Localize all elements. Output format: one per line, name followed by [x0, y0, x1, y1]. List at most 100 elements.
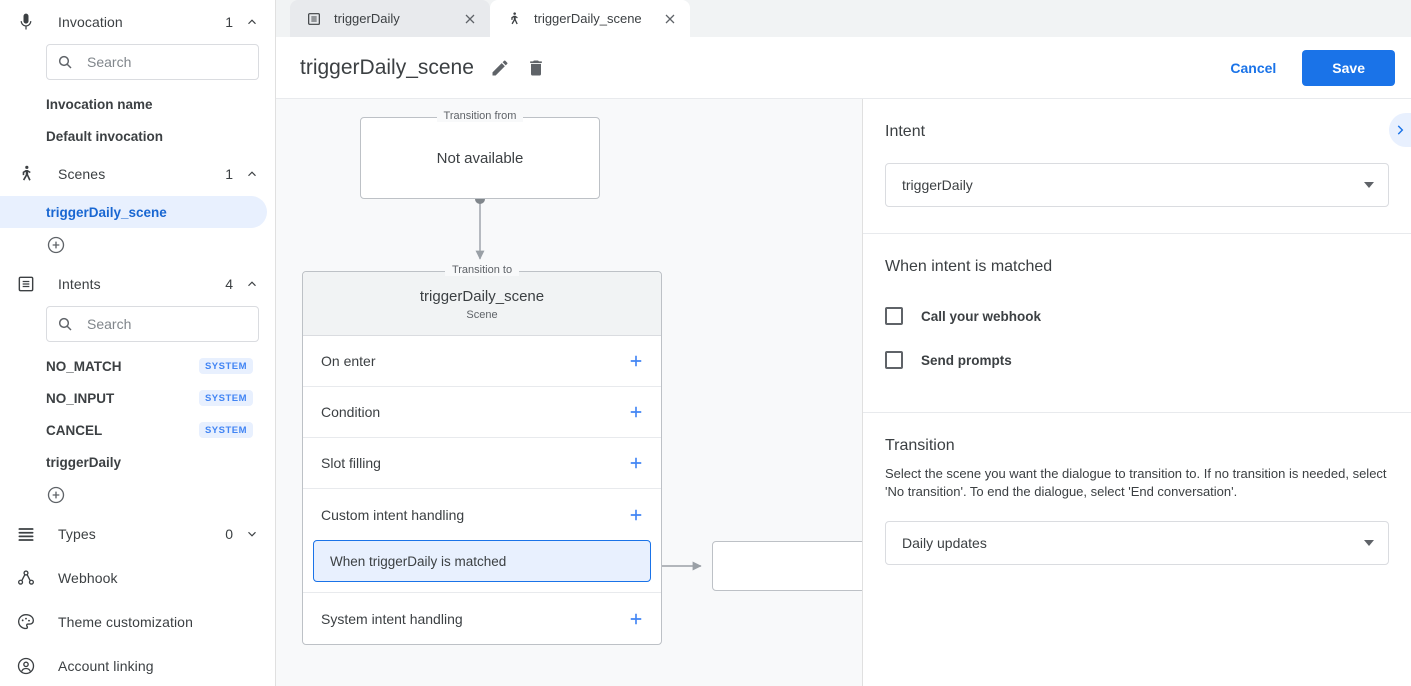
sidebar-item-triggerdaily[interactable]: triggerDaily [0, 446, 267, 478]
body-split: Transition from Not available Transition… [276, 99, 1411, 686]
status-badge: SYSTEM [198, 422, 253, 438]
chevron-up-icon[interactable] [245, 277, 259, 291]
checkbox-box[interactable] [885, 307, 903, 325]
sidebar-item-invocation-name[interactable]: Invocation name [0, 88, 267, 120]
transition-select-value: Daily updates [902, 535, 987, 551]
intents-search-wrap [0, 306, 275, 342]
sidebar-item-label: triggerDaily [46, 454, 122, 470]
scene-node-subtitle: Scene [466, 309, 498, 321]
sidebar-section-types[interactable]: Types 0 [0, 512, 275, 556]
sidebar-item-theme-customization[interactable]: Theme customization [0, 600, 275, 644]
sidebar-item-default-invocation[interactable]: Default invocation [0, 120, 267, 152]
scene-row-on-enter[interactable]: On enter [303, 336, 661, 387]
sidebar-section-intents[interactable]: Intents 4 [0, 262, 275, 306]
sidebar-section-count: 1 [225, 14, 233, 30]
scene-row-label: Condition [321, 404, 381, 420]
checkbox-label: Call your webhook [921, 308, 1042, 324]
save-button[interactable]: Save [1302, 49, 1395, 86]
intents-search-input[interactable] [85, 315, 248, 333]
account-icon [14, 654, 38, 678]
scene-node-title: triggerDaily_scene [419, 288, 545, 305]
sidebar-item-no-match[interactable]: NO_MATCH SYSTEM [0, 350, 267, 382]
scene-row-custom-intent-handling[interactable]: Custom intent handling [303, 489, 661, 540]
transition-section-title: Transition [885, 437, 955, 454]
add-intent-row[interactable] [0, 478, 275, 512]
add-circle-icon[interactable] [46, 485, 66, 505]
scene-row-label: System intent handling [321, 610, 463, 627]
sidebar-item-label: Default invocation [46, 128, 164, 144]
microphone-icon [14, 10, 38, 34]
close-icon[interactable] [662, 11, 678, 27]
custom-intent-handler-block: When triggerDaily is matched [303, 540, 661, 593]
sidebar-item-label: NO_INPUT [46, 390, 115, 406]
scene-row-label: Slot filling [321, 455, 381, 471]
intent-select-value: triggerDaily [902, 177, 973, 193]
chevron-down-icon[interactable] [245, 527, 259, 541]
scene-row-condition[interactable]: Condition [303, 387, 661, 438]
checkbox-box[interactable] [885, 351, 903, 369]
scene-graph-canvas[interactable]: Transition from Not available Transition… [276, 99, 862, 686]
invocation-search-box[interactable] [46, 44, 259, 80]
intent-section-title: Intent [885, 123, 926, 140]
plus-icon[interactable] [627, 610, 645, 628]
sidebar-item-triggerdaily-scene[interactable]: triggerDaily_scene [0, 196, 267, 228]
plus-icon[interactable] [627, 352, 645, 370]
sidebar-item-label: NO_MATCH [46, 358, 122, 374]
sidebar-item-cancel[interactable]: CANCEL SYSTEM [0, 414, 267, 446]
left-sidebar: Invocation 1 Invocation name Default inv… [0, 0, 276, 686]
dropdown-arrow-icon [1364, 182, 1374, 188]
plus-icon[interactable] [627, 403, 645, 421]
transition-from-text: Not available [436, 149, 524, 167]
scene-row-label: On enter [321, 353, 376, 369]
tab-triggerdaily-scene[interactable]: triggerDaily_scene [490, 0, 690, 37]
plus-icon[interactable] [627, 454, 645, 472]
intents-search-box[interactable] [46, 306, 259, 342]
palette-icon [14, 610, 38, 634]
checkbox-send-prompts[interactable]: Send prompts [885, 342, 1389, 378]
scene-header: triggerDaily_scene Cancel Save [276, 37, 1411, 99]
scene-icon [14, 162, 38, 186]
scene-node[interactable]: Transition to triggerDaily_scene Scene O… [302, 264, 662, 645]
types-icon [14, 522, 38, 546]
add-scene-row[interactable] [0, 228, 275, 262]
add-circle-icon[interactable] [46, 235, 66, 255]
intent-select[interactable]: triggerDaily [885, 163, 1389, 207]
transition-section-description: Select the scene you want the dialogue t… [885, 466, 1387, 499]
sidebar-item-label: Webhook [58, 570, 118, 586]
transition-select[interactable]: Daily updates [885, 521, 1389, 565]
cancel-button[interactable]: Cancel [1216, 51, 1290, 85]
close-icon[interactable] [462, 11, 478, 27]
tab-triggerdaily[interactable]: triggerDaily [290, 0, 490, 37]
intents-icon [306, 11, 322, 27]
transition-target-node[interactable]: Tr Dail [712, 541, 862, 591]
scene-row-system-intent-handling[interactable]: System intent handling [303, 593, 661, 644]
pencil-icon[interactable] [490, 58, 510, 78]
page-title: triggerDaily_scene [300, 55, 474, 79]
webhook-icon [14, 566, 38, 590]
chevron-right-icon[interactable] [1389, 113, 1411, 147]
sidebar-section-count: 4 [225, 276, 233, 292]
scene-row-slot-filling[interactable]: Slot filling [303, 438, 661, 489]
chevron-up-icon[interactable] [245, 15, 259, 29]
transition-target-text: Dail [713, 542, 862, 590]
intent-handler-chip[interactable]: When triggerDaily is matched [313, 540, 651, 582]
sidebar-item-webhook[interactable]: Webhook [0, 556, 275, 600]
checkbox-call-your-webhook[interactable]: Call your webhook [885, 298, 1389, 334]
when-intent-matched-title: When intent is matched [885, 258, 1053, 275]
sidebar-section-scenes[interactable]: Scenes 1 [0, 152, 275, 196]
sidebar-item-label: Theme customization [58, 614, 193, 630]
sidebar-item-account-linking[interactable]: Account linking [0, 644, 275, 686]
main-area: triggerDaily triggerDaily_scene triggerD… [276, 0, 1411, 686]
trash-icon[interactable] [526, 58, 546, 78]
sidebar-item-no-input[interactable]: NO_INPUT SYSTEM [0, 382, 267, 414]
tab-label: triggerDaily [334, 11, 400, 26]
invocation-search-wrap [0, 44, 275, 80]
invocation-search-input[interactable] [85, 53, 248, 71]
plus-icon[interactable] [627, 506, 645, 524]
sidebar-section-invocation[interactable]: Invocation 1 [0, 0, 275, 44]
sidebar-item-label: triggerDaily_scene [46, 204, 167, 220]
chevron-up-icon[interactable] [245, 167, 259, 181]
sidebar-item-label: CANCEL [46, 422, 103, 438]
transition-from-node[interactable]: Transition from Not available [360, 110, 600, 199]
